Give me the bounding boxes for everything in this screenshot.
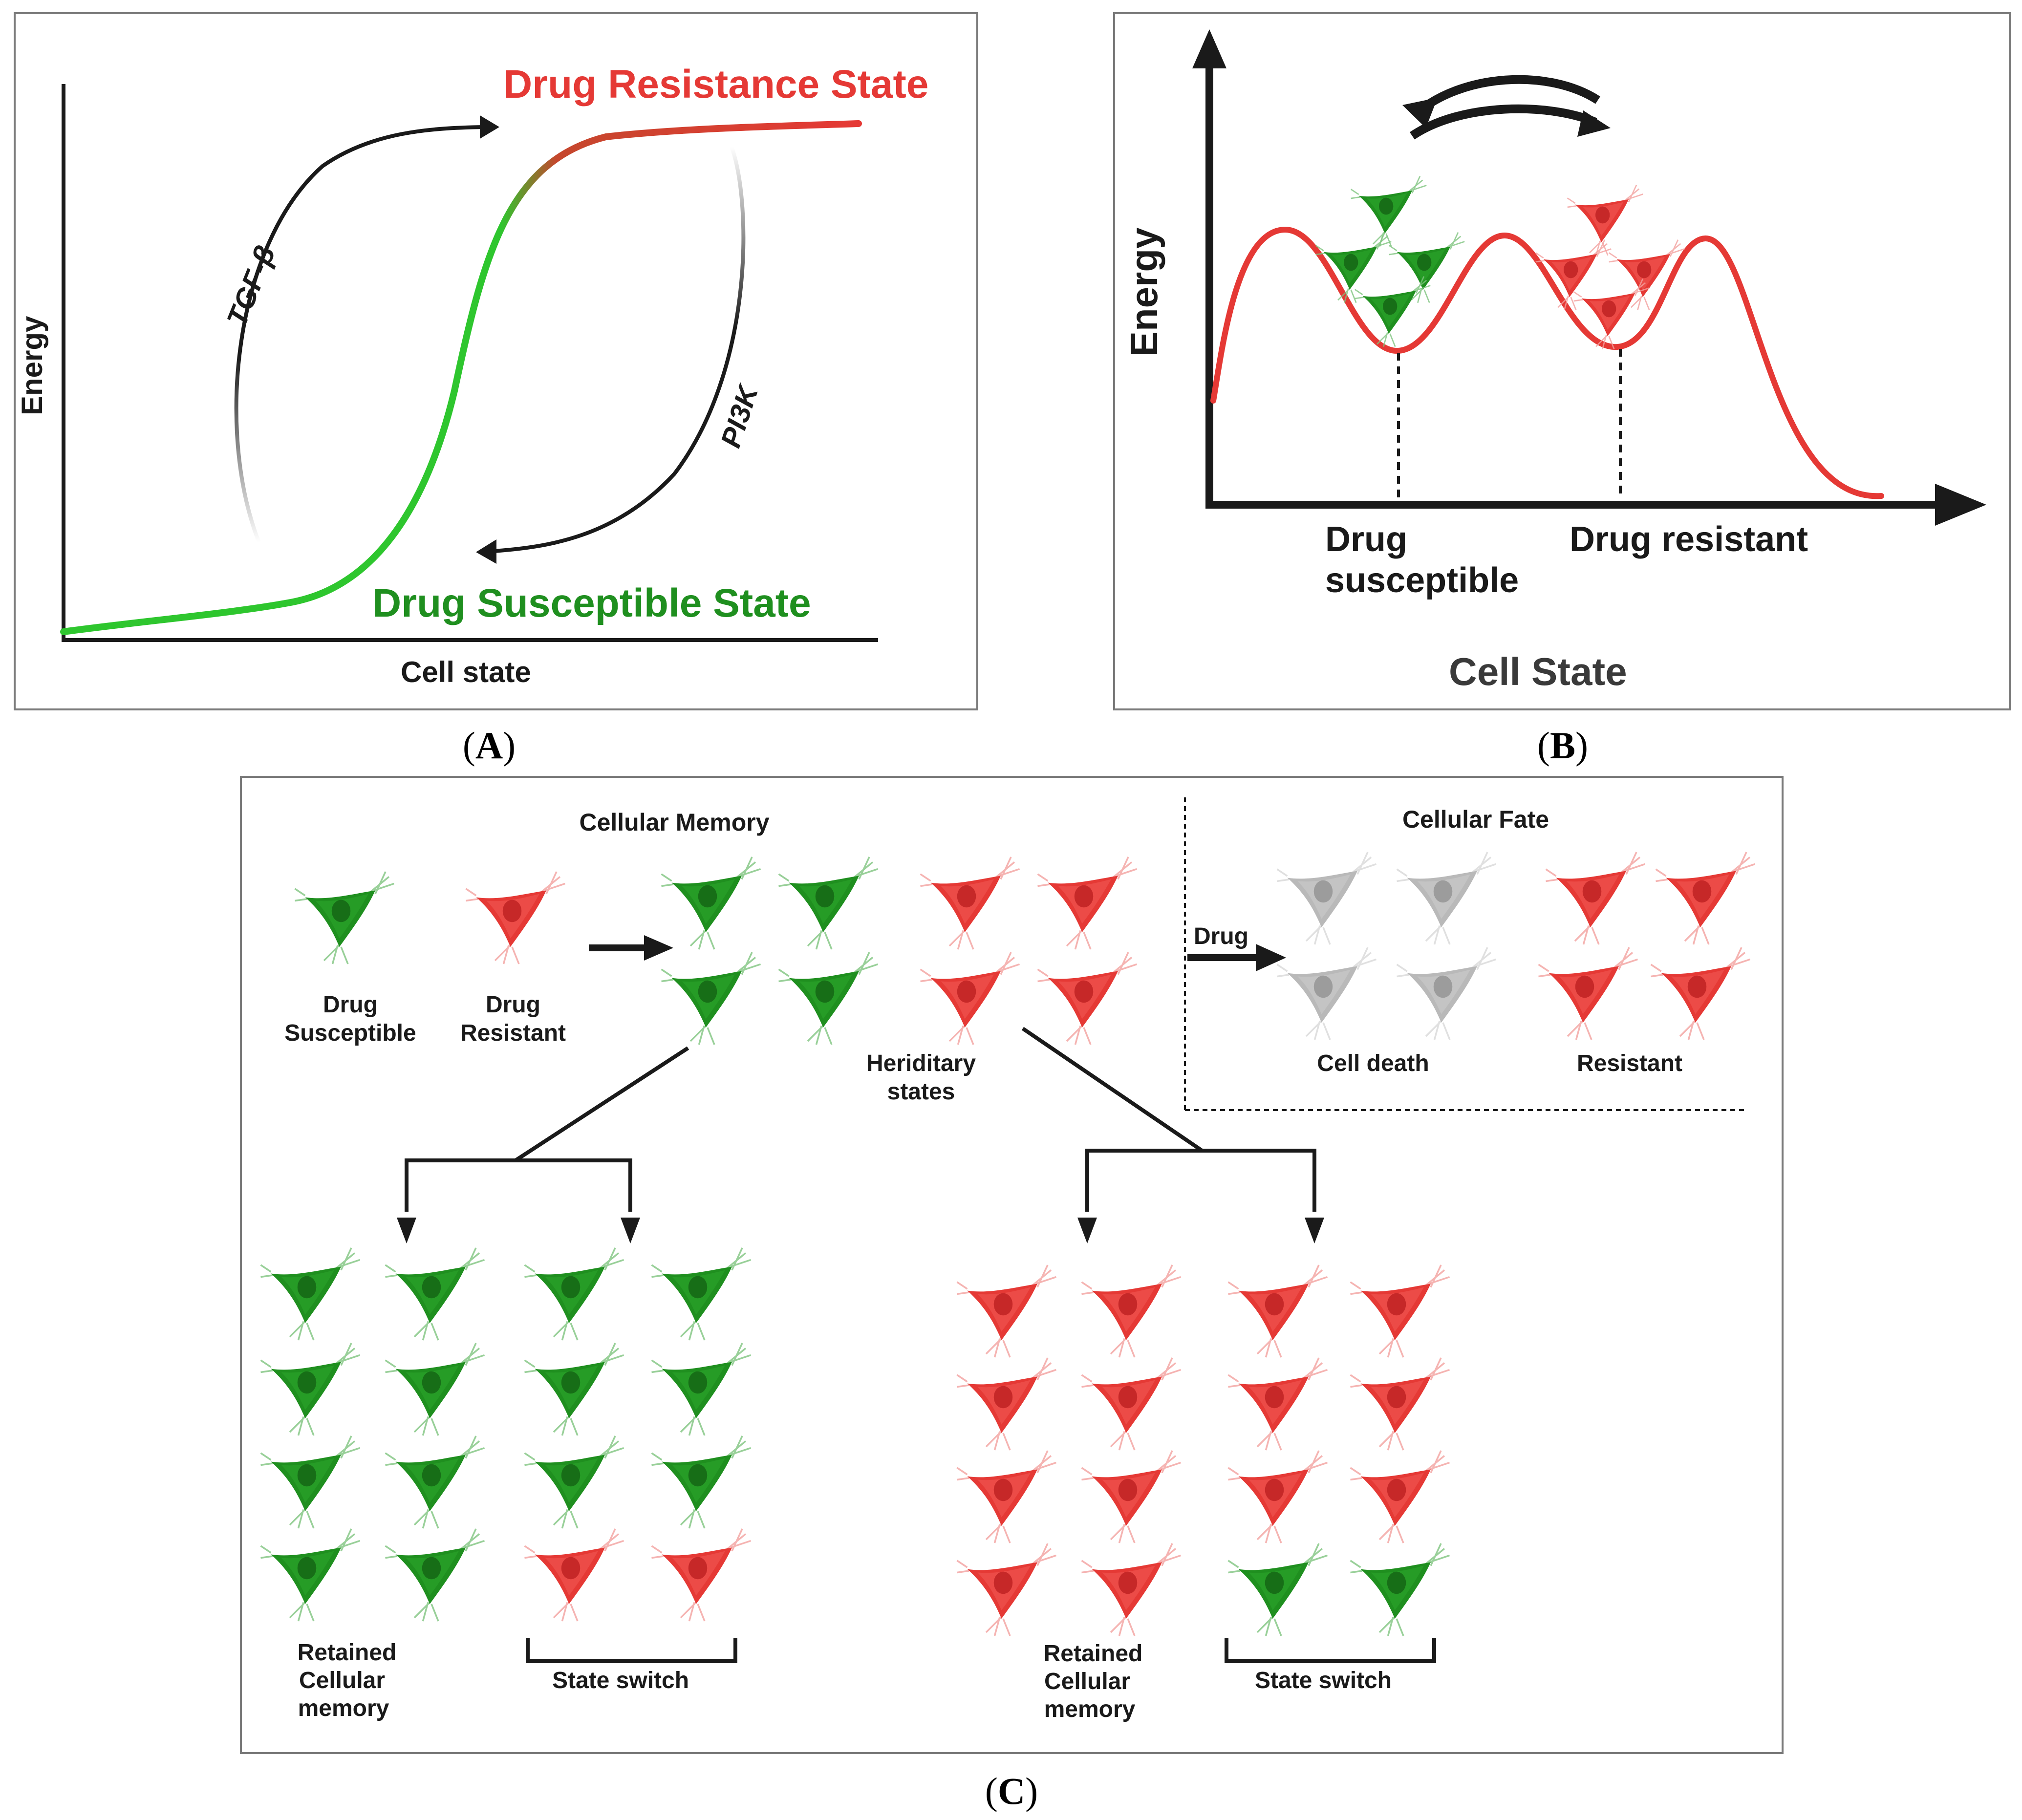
panel-b-x-axis-label: Cell State	[1449, 650, 1627, 693]
drug-susceptible-label-line1: Drug	[1325, 520, 1407, 559]
retained-memory-left-line2: Cellular	[299, 1668, 385, 1693]
arrow-icon	[1077, 1218, 1097, 1243]
tgf-beta-arrow-head	[480, 115, 499, 139]
panel-a: Drug Resistance State Drug Susceptible S…	[14, 12, 978, 710]
retained-memory-left-line1: Retained	[298, 1640, 397, 1666]
pi3k-arrow	[493, 146, 746, 553]
cell-death-label: Cell death	[1317, 1050, 1429, 1076]
drug-label: Drug	[1194, 923, 1248, 949]
tgf-beta-arrow	[234, 125, 484, 543]
drug-susceptible-line1: Drug	[323, 992, 378, 1018]
retained-memory-left-line3: memory	[298, 1695, 389, 1721]
right-branch-bracket	[1085, 1149, 1316, 1212]
left-branch-line	[514, 1046, 689, 1162]
panel-b-caption: (B)	[1537, 724, 1588, 767]
state-switch-right-label: State switch	[1255, 1668, 1392, 1693]
switch-arrow-lower-head	[1577, 110, 1611, 137]
arrow-icon	[1256, 944, 1286, 971]
panel-b-y-arrow-icon	[1192, 29, 1226, 68]
right-branch-line	[1021, 1027, 1204, 1153]
arrow-icon	[397, 1218, 416, 1243]
panel-a-x-axis-label: Cell state	[401, 656, 531, 688]
cellular-memory-title: Cellular Memory	[579, 809, 769, 836]
panel-b-x-arrow-icon	[1935, 484, 1986, 526]
arrow-icon	[644, 935, 673, 961]
state-switch-left-label: State switch	[552, 1668, 689, 1693]
retained-memory-right-line1: Retained	[1044, 1641, 1143, 1667]
left-branch-bracket	[405, 1158, 632, 1212]
arrow-icon	[1305, 1218, 1324, 1243]
retained-memory-right-line3: memory	[1044, 1696, 1136, 1722]
energy-landscape-curve	[1210, 226, 1884, 499]
state-switch-bracket-left	[526, 1638, 737, 1663]
drug-susceptible-label-line2: susceptible	[1325, 561, 1519, 600]
panel-c-frame	[240, 776, 1784, 1754]
retained-memory-right-line2: Cellular	[1044, 1669, 1130, 1694]
drug-resistant-label: Drug resistant	[1570, 520, 1808, 559]
panel-a-y-axis-label: Energy	[16, 316, 48, 415]
panel-a-frame	[14, 12, 978, 710]
switch-arrow-upper-head	[1402, 98, 1438, 128]
cellular-fate-title: Cellular Fate	[1402, 806, 1549, 833]
drug-resistant-line2: Resistant	[460, 1020, 566, 1046]
resistant-label: Resistant	[1577, 1050, 1682, 1076]
switch-arrow-lower	[1409, 104, 1597, 140]
state-switch-bracket-right	[1225, 1638, 1436, 1663]
drug-susceptible-line2: Susceptible	[284, 1020, 416, 1046]
drug-resistant-line1: Drug	[486, 992, 540, 1018]
sigmoid-curve	[60, 120, 862, 635]
drug-resistance-state-label: Drug Resistance State	[503, 62, 928, 107]
arrow-icon	[621, 1218, 640, 1243]
panel-b: Energy Drug susceptible Drug resistant C…	[1113, 12, 2011, 710]
hereditary-states-line2: states	[887, 1079, 955, 1105]
panel-b-frame	[1113, 12, 2011, 710]
panel-a-caption: (A)	[463, 724, 516, 767]
hereditary-states-line1: Heriditary	[866, 1050, 976, 1076]
drug-susceptible-state-label: Drug Susceptible State	[372, 581, 811, 625]
panel-c: Cellular Memory Drug Susceptible Drug Re…	[240, 776, 1784, 1754]
panel-b-y-axis-label: Energy	[1122, 228, 1165, 357]
panel-c-caption: (C)	[985, 1770, 1038, 1812]
pi3k-arrow-head	[476, 539, 496, 564]
